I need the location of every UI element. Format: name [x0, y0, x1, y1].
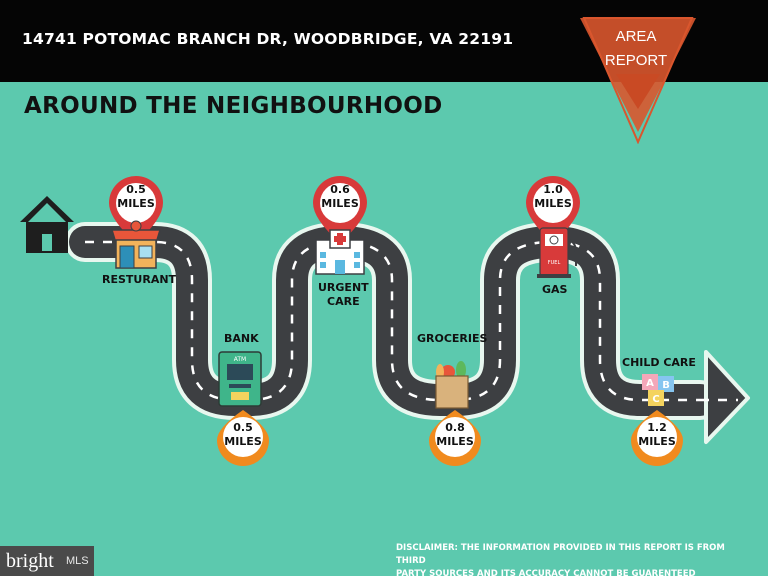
restaurant-icon [110, 220, 162, 269]
fuel-pump-icon [537, 227, 577, 278]
disclaimer-line1: DISCLAIMER: THE INFORMATION PROVIDED IN … [396, 543, 725, 566]
label-bank: BANK [224, 332, 259, 345]
pin-urgent-care-icon [313, 176, 367, 243]
logo-text: bright [6, 550, 54, 572]
distance-value: 0.6 [330, 183, 350, 196]
fuel-label: FUEL [548, 260, 561, 266]
atm-icon [218, 351, 262, 407]
distance-value: 0.5 [126, 183, 146, 196]
distance-groceries: 0.8 MILES [427, 421, 483, 449]
pin-restaurant-icon [109, 176, 163, 243]
distance-unit: MILES [321, 197, 359, 210]
disclaimer-line2: PARTY SOURCES AND ITS ACCURACY CANNOT BE… [396, 569, 696, 576]
distance-value: 0.8 [445, 421, 465, 434]
distance-unit: MILES [534, 197, 572, 210]
distance-gas: 1.0 MILES [525, 183, 581, 211]
distance-value: 0.5 [233, 421, 253, 434]
label-child-care: CHILD CARE [622, 356, 696, 369]
pin-bank-icon [217, 410, 269, 466]
block-a: A [646, 378, 654, 389]
arrow-head-icon [704, 350, 750, 444]
label-gas: GAS [542, 283, 568, 296]
label-restaurant: RESTURANT [102, 273, 177, 286]
label-urgent-care-line2: CARE [327, 295, 360, 308]
badge-area-label: AREA [615, 28, 657, 45]
distance-value: 1.2 [647, 421, 667, 434]
page-title: AROUND THE NEIGHBOURHOOD [24, 93, 443, 119]
block-b: B [662, 380, 670, 391]
distance-unit: MILES [638, 435, 676, 448]
pin-gas-icon [526, 176, 580, 243]
pin-groceries-icon [429, 410, 481, 466]
distance-restaurant: 0.5 MILES [108, 183, 164, 211]
distance-value: 1.0 [543, 183, 563, 196]
pin-child-care-icon [631, 410, 683, 466]
area-report-badge-icon [580, 17, 696, 144]
label-urgent-care-line1: URGENT [318, 281, 369, 294]
disclaimer: DISCLAIMER: THE INFORMATION PROVIDED IN … [396, 542, 756, 576]
logo-suffix: MLS [66, 555, 89, 567]
home-icon [20, 196, 74, 253]
label-groceries: GROCERIES [417, 332, 488, 345]
distance-child-care: 1.2 MILES [629, 421, 685, 449]
distance-bank: 0.5 MILES [215, 421, 271, 449]
distance-unit: MILES [436, 435, 474, 448]
atm-label: ATM [234, 356, 246, 363]
distance-unit: MILES [117, 197, 155, 210]
abc-blocks-icon [642, 374, 674, 406]
property-address: 14741 POTOMAC BRANCH DR, WOODBRIDGE, VA … [22, 30, 514, 48]
label-urgent-care: URGENT CARE [318, 281, 369, 309]
road-center-line [85, 240, 700, 402]
block-c: C [652, 394, 659, 405]
grocery-bag-icon [435, 361, 469, 409]
bright-mls-logo: bright MLS [0, 546, 94, 576]
badge-report-label: REPORT [604, 52, 668, 69]
hospital-icon [315, 229, 365, 275]
distance-urgent-care: 0.6 MILES [312, 183, 368, 211]
distance-unit: MILES [224, 435, 262, 448]
